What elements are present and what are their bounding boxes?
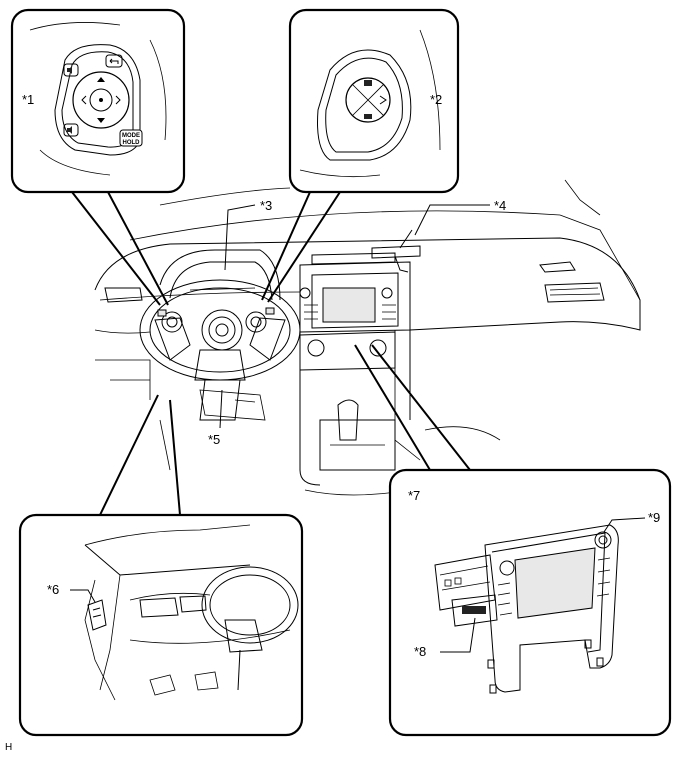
callout-7-label: *7 [408, 488, 420, 503]
callout-1-label: *1 [22, 92, 34, 107]
hold-label: HOLD [123, 140, 141, 146]
callout-9-label: *9 [648, 510, 660, 525]
callout-panel-6: *6 [18, 513, 304, 737]
callout-6-label: *6 [47, 582, 59, 597]
leader-lines [71, 191, 490, 516]
callout-panel-1: MODE HOLD *1 [10, 8, 186, 194]
callout-4-label: *4 [494, 198, 506, 213]
callout-panel-7: *7 *8 *9 [388, 468, 672, 737]
corner-mark: H [5, 742, 12, 753]
callout-8-label: *8 [414, 644, 426, 659]
mode-label: MODE [122, 133, 140, 139]
callout-2-label: *2 [430, 92, 442, 107]
dashboard-illustration [94, 179, 641, 496]
callout-panel-2: *2 [288, 8, 460, 194]
callout-3-label: *3 [260, 198, 272, 213]
callout-5-label: *5 [208, 432, 220, 447]
